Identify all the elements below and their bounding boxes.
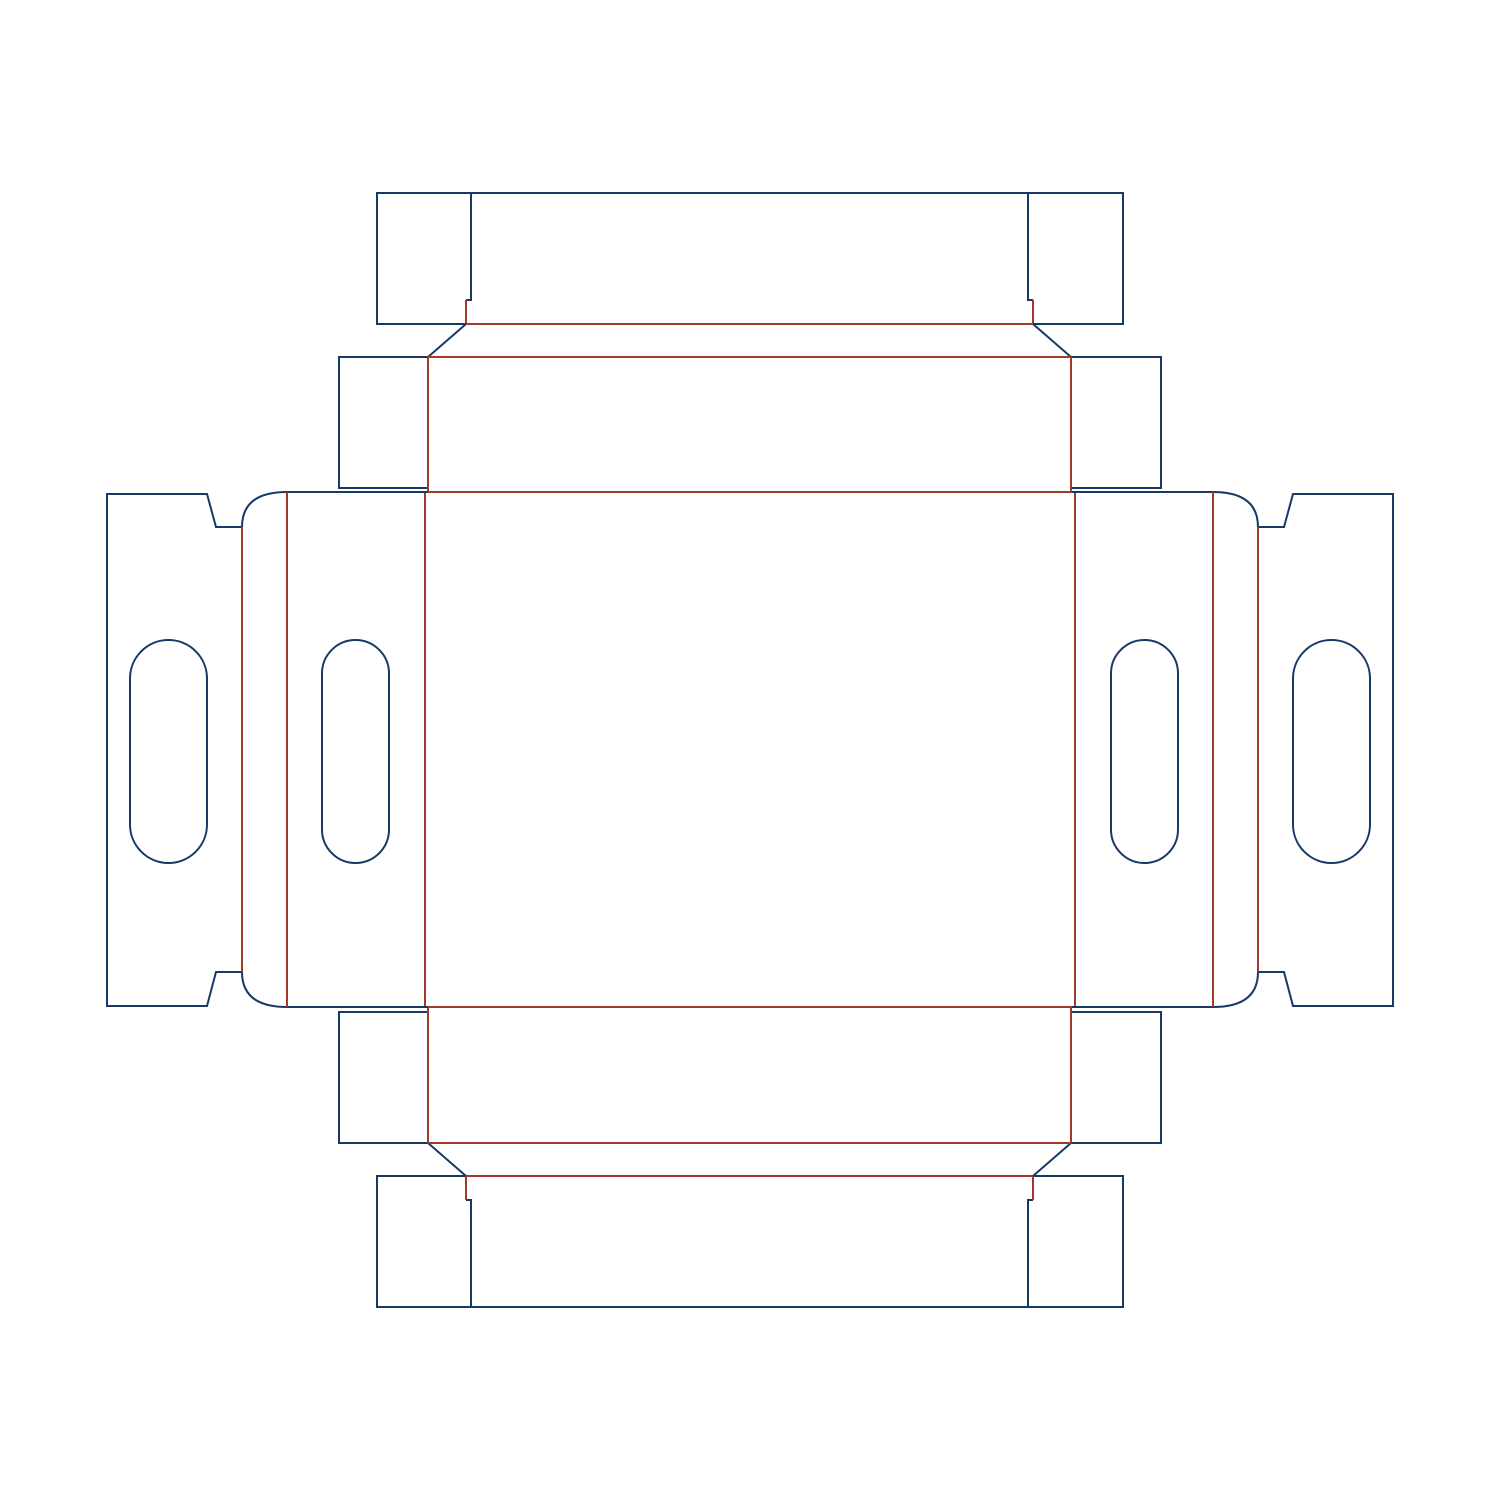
bottom-diagonal-cut <box>427 1142 1072 1177</box>
top-side-panel-crease <box>427 356 1072 492</box>
right-panel-cut <box>1072 491 1394 1008</box>
bottom-right-dust-flap <box>1071 1011 1162 1144</box>
top-outer-flap-crease <box>465 300 1034 325</box>
top-diagonal-cut <box>427 323 1072 358</box>
top-right-dust-flap <box>1071 356 1162 489</box>
left-outer-handle-slot <box>129 639 208 864</box>
right-outer-handle-slot <box>1292 639 1371 864</box>
bottom-left-dust-flap <box>338 1011 428 1144</box>
bottom-outer-flap-cut <box>376 1175 1124 1308</box>
left-panel-crease <box>241 492 288 1007</box>
base-panel-crease <box>424 491 1076 1008</box>
bottom-side-panel-crease <box>427 1008 1072 1144</box>
right-panel-crease <box>1212 492 1259 1007</box>
bottom-half <box>338 1008 1162 1308</box>
left-side <box>106 491 428 1008</box>
right-inner-handle-slot <box>1110 639 1179 864</box>
top-left-dust-flap <box>338 356 428 489</box>
top-outer-flap-cut <box>376 192 1124 325</box>
top-half <box>338 192 1162 492</box>
left-panel-cut <box>106 491 428 1008</box>
left-inner-handle-slot <box>321 639 390 864</box>
right-side <box>1072 491 1394 1008</box>
bottom-outer-flap-crease <box>465 1175 1034 1200</box>
